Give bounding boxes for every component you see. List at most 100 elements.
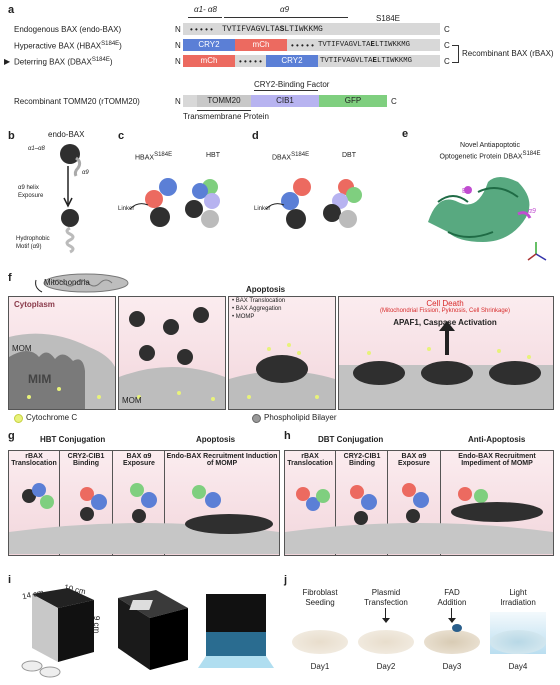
- b-alpha-9: α9: [82, 170, 89, 176]
- mitochondria-label: Mitochondria: [44, 278, 90, 287]
- light-box-lit-illustration: [198, 594, 274, 668]
- row1-seq-bold: S: [279, 25, 285, 34]
- panel-a-letter: a: [8, 4, 15, 16]
- cytochrome-legend-icon: [14, 414, 23, 423]
- panel-c-letter: c: [118, 130, 125, 142]
- j-fad-drop-icon: [452, 624, 462, 632]
- dbax-label-sup: S184E: [91, 57, 110, 63]
- lipid-legend-label: Phospholipid Bilayer: [264, 413, 337, 422]
- row1-c: C: [444, 25, 450, 34]
- e-title-sup: S184E: [522, 151, 541, 157]
- j-day-2: Day2: [376, 662, 396, 671]
- j-step4-line2: Irradiation: [500, 598, 536, 607]
- h-step-3: BAX α9 Exposure: [398, 453, 430, 467]
- e-title-main: Optogenetic Protein DBAX: [439, 153, 523, 161]
- row3-mch-segment: mCh: [183, 55, 235, 67]
- cry2-factor-bracket: [254, 90, 318, 91]
- endo-bax-label: Endogenous BAX (endo-BAX): [14, 25, 122, 34]
- alpha-1-8-label: α1- α8: [194, 5, 217, 14]
- j-step3-line1: FAD: [444, 588, 460, 597]
- hbax-name: HBAXS184E: [135, 152, 172, 161]
- row3-c: C: [444, 57, 450, 66]
- f-bax-dispersed-illustration: [119, 307, 225, 409]
- g-step-1: rBAX Translocation: [11, 453, 57, 467]
- h-heading-2: Anti-Apoptosis: [468, 435, 526, 444]
- e-alpha9-label: α9: [528, 208, 536, 215]
- apaf-label: APAF1, Caspase Activation: [393, 318, 497, 327]
- j-step2-arrow-shaft: [385, 608, 386, 620]
- panel-b-letter: b: [8, 130, 15, 142]
- h-step-4: Endo-BAX Recruitment Impediment of MOMP: [458, 453, 536, 467]
- mim-label: MIM: [28, 372, 52, 386]
- h-step-1: rBAX Translocation: [287, 453, 333, 467]
- e-title-line2: Optogenetic Protein DBAXS184E: [420, 151, 560, 160]
- h-step-2: CRY2-CIB1 Binding: [343, 453, 381, 467]
- panel-d-letter: d: [252, 130, 259, 142]
- light-box-illustration: [21, 588, 94, 678]
- lipid-legend-icon: [252, 414, 261, 423]
- h-divider-2: [387, 451, 388, 555]
- dbax-label-main: Deterring BAX (DBAX: [14, 57, 92, 67]
- h-divider-3: [440, 451, 441, 555]
- row2-seq-bold: E: [370, 41, 375, 49]
- dbax-label-end: ): [109, 57, 113, 67]
- row3-cry2-segment: CRY2: [266, 55, 318, 67]
- row2-c: C: [444, 41, 450, 50]
- dbax-name-sup: S184E: [291, 152, 310, 158]
- row2-dots: • • • • •: [291, 41, 314, 50]
- j-step4-line1: Light: [509, 588, 527, 597]
- hbt-cluster-diagram: [130, 178, 220, 228]
- mutation-label: S184E: [376, 14, 401, 23]
- g-step-4: Endo-BAX Recruitment Induction of MOMP: [166, 453, 278, 467]
- dim-9cm: 9 cm: [92, 615, 102, 634]
- tom-c: C: [391, 97, 397, 106]
- alpha-1-8-bracket: [188, 17, 222, 18]
- j-step2-line2: Transfection: [364, 598, 408, 607]
- d-linker-label: Linker: [254, 206, 271, 212]
- g-divider-1: [59, 451, 60, 555]
- dbax-label: Deterring BAX (DBAXS184E): [14, 57, 113, 67]
- row1-dots: • • • • •: [190, 25, 213, 34]
- cell-death-subtitle: (Mitochondrial Fission, Pyknosis, Cell S…: [379, 308, 511, 314]
- dbax-name: DBAXS184E: [272, 152, 309, 161]
- f-bullet-3: • MOMP: [232, 314, 255, 320]
- hbax-label: Hyperactive BAX (HBAXS184E): [14, 41, 122, 51]
- j-dish-2: [358, 630, 414, 654]
- g-heading-1: HBT Conjugation: [40, 435, 106, 444]
- c-linker-label: Linker: [118, 206, 135, 212]
- panel-j-letter: j: [284, 574, 288, 586]
- row2-seq-post: LTIWKKMG: [374, 41, 410, 49]
- j-day-1: Day1: [310, 662, 330, 671]
- dbax-name-main: DBAX: [272, 154, 292, 162]
- apoptosis-heading: Apoptosis: [246, 285, 286, 294]
- protein-structure-illustration: [428, 177, 547, 261]
- b-motif-line2: Motif (α9): [16, 244, 42, 250]
- tom-linker-bar: [183, 95, 197, 107]
- mom2-label: MOM: [122, 396, 142, 405]
- j-day-3: Day3: [442, 662, 462, 671]
- panel-g-letter: g: [8, 430, 15, 442]
- tomm20-segment: TOMM20: [197, 95, 251, 107]
- b-motif-line1: Hydrophobic: [16, 236, 50, 242]
- cytoplasm-label: Cytoplasm: [14, 300, 55, 309]
- row1-n: N: [175, 25, 181, 34]
- hbt-abbr: HBT: [206, 152, 220, 159]
- f-bax-aggregate-illustration: [229, 343, 335, 409]
- j-dish-1: [292, 630, 348, 654]
- j-step2-arrow-icon: [382, 618, 390, 623]
- alpha-9-bracket: [224, 17, 348, 18]
- j-dish-4: [490, 630, 546, 654]
- h-divider-1: [335, 451, 336, 555]
- e-bh-label: BH: [462, 188, 472, 195]
- row3-dots: • • • • •: [239, 57, 262, 66]
- b-alpha-18: α1–α8: [28, 146, 45, 152]
- g-step-3: BAX α9 Exposure: [123, 453, 155, 467]
- row2-sequence: TVTIFVAGVLTAELTIWKKMG: [318, 41, 410, 49]
- recombinant-bracket: [452, 45, 459, 63]
- g-conjugation-illustration: [9, 483, 279, 554]
- b-step-label: α9 helix Exposure: [18, 185, 44, 199]
- j-step2-line1: Plasmid: [371, 588, 401, 597]
- row1-seq-post: LTIWKKMG: [284, 25, 323, 34]
- row1-sequence: TVTIFVAGVLTASLTIWKKMG: [222, 25, 323, 34]
- hbax-label-end: ): [119, 41, 122, 51]
